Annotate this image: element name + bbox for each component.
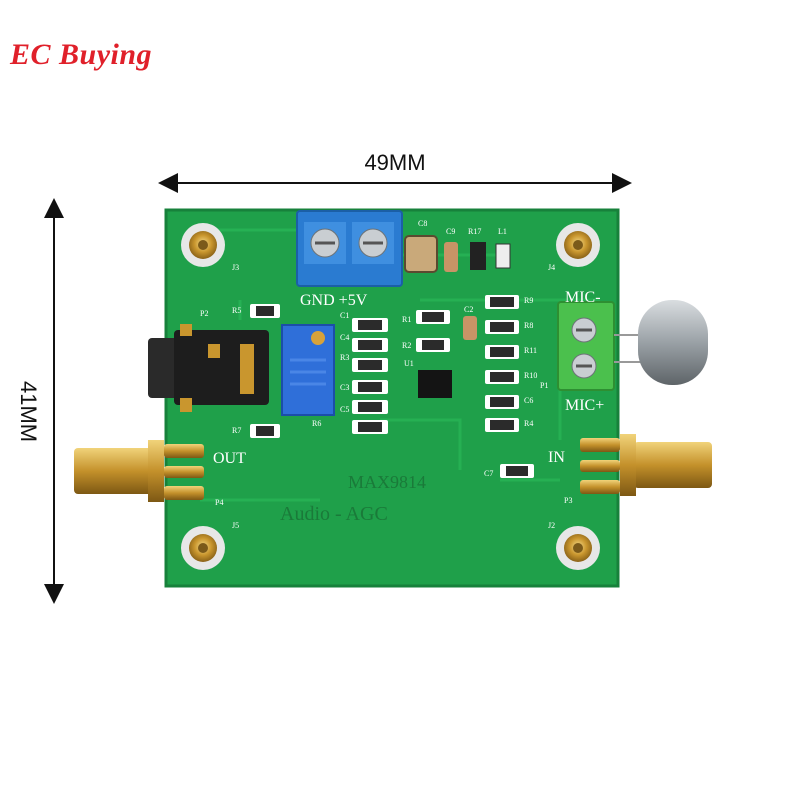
mounting-holes: [181, 223, 600, 570]
svg-text:C1: C1: [340, 311, 349, 320]
svg-text:R10: R10: [524, 371, 537, 380]
brand-logo: EC Buying: [10, 38, 153, 71]
mic-plus-label: MIC+: [565, 397, 604, 414]
svg-text:R8: R8: [524, 321, 533, 330]
svg-text:R9: R9: [524, 296, 533, 305]
svg-text:R2: R2: [402, 341, 411, 350]
sma-in-connector: [580, 434, 712, 496]
capacitor-c9: [444, 242, 458, 272]
power-label: GND +5V: [300, 292, 368, 309]
resistor-r17: [470, 242, 486, 270]
svg-text:J4: J4: [548, 263, 555, 272]
svg-text:R7: R7: [232, 426, 241, 435]
svg-text:R5: R5: [232, 306, 241, 315]
title-label: Audio - AGC: [280, 503, 388, 525]
svg-text:R1: R1: [402, 315, 411, 324]
chip-label: MAX9814: [348, 472, 426, 492]
svg-text:C3: C3: [340, 383, 349, 392]
svg-text:R17: R17: [468, 227, 481, 236]
svg-text:L1: L1: [498, 227, 507, 236]
led-l1: [495, 243, 511, 269]
potentiometer: [281, 324, 335, 416]
width-dimension-label: 49MM: [364, 150, 426, 175]
svg-text:P4: P4: [215, 498, 223, 507]
svg-text:J5: J5: [232, 521, 239, 530]
svg-text:J3: J3: [232, 263, 239, 272]
svg-text:J2: J2: [548, 521, 555, 530]
svg-text:P1: P1: [540, 381, 548, 390]
microphone: [614, 300, 708, 385]
svg-text:R4: R4: [524, 419, 533, 428]
svg-text:R11: R11: [524, 346, 537, 355]
svg-text:C5: C5: [340, 405, 349, 414]
svg-text:C4: C4: [340, 333, 349, 342]
svg-text:R6: R6: [312, 419, 321, 428]
mic-minus-label: MIC-: [565, 289, 601, 306]
inductor: [404, 235, 438, 273]
sma-out-connector: [74, 440, 204, 502]
power-terminal-block: [296, 210, 403, 287]
max9814-chip: [418, 370, 452, 398]
svg-text:R3: R3: [340, 353, 349, 362]
svg-text:C9: C9: [446, 227, 455, 236]
svg-text:C8: C8: [418, 219, 427, 228]
svg-text:C2: C2: [464, 305, 473, 314]
svg-text:P3: P3: [564, 496, 572, 505]
in-label: IN: [548, 449, 565, 466]
svg-text:C6: C6: [524, 396, 533, 405]
svg-text:P2: P2: [200, 309, 208, 318]
mic-terminal-block: [557, 301, 615, 391]
capacitor-c2: [463, 316, 477, 340]
audio-jack: [148, 324, 269, 412]
svg-text:U1: U1: [404, 359, 414, 368]
svg-text:C7: C7: [484, 469, 493, 478]
out-label: OUT: [213, 450, 246, 467]
